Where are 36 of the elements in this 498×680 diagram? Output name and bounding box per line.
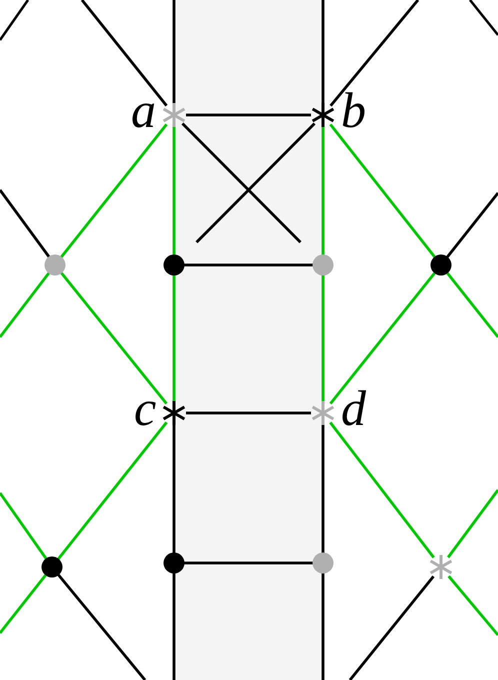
vertex-label: d — [341, 383, 366, 433]
connector-line — [329, 422, 435, 558]
connector-line — [0, 574, 47, 634]
connector-line — [80, 0, 168, 106]
vertex-label: a — [131, 85, 156, 135]
connector-line — [184, 264, 313, 266]
connector-line — [172, 573, 176, 680]
connector-line — [322, 127, 324, 255]
connector-line — [348, 575, 435, 680]
connector-line — [446, 192, 498, 258]
connector-line — [172, 425, 176, 553]
connector-line — [186, 412, 311, 414]
connector-line — [0, 272, 50, 338]
connector-line — [60, 124, 168, 258]
connector-line — [60, 272, 168, 405]
vertex-label: b — [341, 85, 366, 135]
connector-line — [57, 574, 146, 680]
connector-line — [446, 272, 498, 338]
connector-line — [322, 0, 324, 103]
connector-line — [172, 275, 176, 401]
connector-line — [0, 492, 48, 560]
vertex-label: c — [134, 383, 156, 433]
connector-line — [448, 575, 498, 636]
connector-line — [329, 272, 436, 404]
connector-line — [330, 0, 420, 107]
connector-line — [184, 562, 313, 564]
connector-line — [322, 573, 324, 680]
connector-line — [447, 489, 498, 558]
connector-line — [322, 275, 324, 401]
connector-line — [172, 127, 176, 255]
connector-line — [322, 425, 324, 553]
connector-line — [172, 0, 176, 103]
connector-line — [186, 114, 311, 116]
connector-line — [57, 422, 168, 560]
connector-line — [0, 189, 50, 258]
connector-line — [329, 124, 436, 258]
